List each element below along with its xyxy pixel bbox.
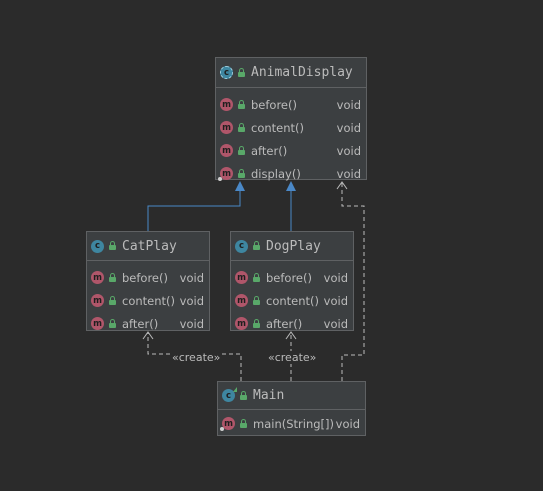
class-animaldisplay-methods: m before() void m content() void m after… — [216, 88, 366, 185]
method-icon: m — [235, 317, 248, 330]
class-icon: c — [91, 239, 104, 253]
inheritance-catplay-to-animaldisplay — [147, 190, 241, 231]
public-lock-icon — [109, 318, 116, 328]
method-icon: m — [220, 98, 233, 111]
method-return-type: void — [323, 316, 348, 331]
main-class-icon: c — [222, 387, 237, 402]
method-name: before() — [122, 270, 168, 285]
method-row[interactable]: m before() void — [231, 266, 353, 289]
method-icon: m — [220, 144, 233, 157]
class-dogplay[interactable]: c DogPlay m before() void m content() vo… — [230, 231, 354, 331]
method-row[interactable]: m before() void — [216, 93, 366, 116]
method-return-type: void — [336, 97, 361, 112]
method-name: after() — [122, 316, 159, 331]
method-row[interactable]: m content() void — [87, 289, 209, 312]
public-lock-icon — [109, 272, 116, 282]
class-main-methods: m main(String[]) void — [218, 410, 365, 435]
public-lock-icon — [253, 318, 260, 328]
class-dogplay-methods: m before() void m content() void m after… — [231, 261, 353, 335]
method-row[interactable]: m display() void — [216, 162, 366, 185]
class-catplay-header[interactable]: c CatPlay — [87, 232, 209, 261]
static-method-icon: m — [220, 417, 235, 431]
method-icon: m — [91, 317, 104, 330]
method-return-type: void — [323, 293, 348, 308]
method-row[interactable]: m after() void — [216, 139, 366, 162]
public-lock-icon — [253, 272, 260, 282]
method-return-type: void — [323, 270, 348, 285]
create-label-catplay: «create» — [171, 351, 222, 364]
method-name: after() — [251, 143, 288, 158]
method-icon: m — [91, 294, 104, 307]
method-icon: m — [235, 271, 248, 284]
method-name: display() — [251, 166, 301, 181]
class-name: AnimalDisplay — [251, 65, 353, 80]
class-main[interactable]: c Main m main(String[]) void — [217, 381, 366, 436]
method-icon: m — [220, 121, 233, 134]
public-lock-icon — [238, 122, 245, 132]
class-catplay[interactable]: c CatPlay m before() void m content() vo… — [86, 231, 210, 331]
create-label-dogplay: «create» — [267, 351, 318, 364]
method-name: before() — [266, 270, 312, 285]
dependency-main-to-animaldisplay — [341, 182, 365, 381]
public-lock-icon — [253, 295, 260, 305]
method-return-type: void — [336, 166, 361, 181]
method-name: content() — [122, 293, 176, 308]
class-dogplay-header[interactable]: c DogPlay — [231, 232, 353, 261]
class-animaldisplay[interactable]: c AnimalDisplay m before() void m conten… — [215, 57, 367, 181]
public-lock-icon — [238, 168, 245, 178]
public-lock-icon — [238, 67, 245, 77]
method-name: content() — [251, 120, 305, 135]
method-row[interactable]: m main(String[]) void — [218, 412, 365, 435]
dependency-arrowhead-animaldisplay — [336, 181, 348, 190]
method-return-type: void — [179, 316, 204, 331]
class-name: CatPlay — [122, 238, 177, 254]
class-main-header[interactable]: c Main — [218, 382, 365, 410]
class-name: Main — [253, 388, 285, 403]
method-return-type: void — [179, 270, 204, 285]
method-name: main(String[]) — [253, 416, 334, 431]
method-row[interactable]: m content() void — [216, 116, 366, 139]
inheritance-arrowhead-dogplay — [286, 181, 296, 191]
class-name: DogPlay — [266, 238, 321, 254]
method-row[interactable]: m after() void — [87, 312, 209, 335]
method-name: before() — [251, 97, 297, 112]
dependency-arrowhead-catplay — [142, 331, 154, 340]
method-name: after() — [266, 316, 303, 331]
public-lock-icon — [238, 145, 245, 155]
public-lock-icon — [238, 99, 245, 109]
inheritance-arrowhead-catplay — [235, 181, 245, 191]
method-icon: m — [91, 271, 104, 284]
method-return-type: void — [336, 120, 361, 135]
class-animaldisplay-header[interactable]: c AnimalDisplay — [216, 58, 366, 88]
class-icon: c — [235, 239, 248, 253]
dependency-arrowhead-dogplay — [285, 331, 297, 340]
method-name: content() — [266, 293, 320, 308]
public-lock-icon — [240, 418, 247, 428]
method-return-type: void — [336, 143, 361, 158]
public-lock-icon — [109, 241, 116, 250]
method-return-type: void — [335, 416, 360, 431]
method-row[interactable]: m content() void — [231, 289, 353, 312]
abstract-method-icon: m — [218, 167, 233, 181]
class-catplay-methods: m before() void m content() void m after… — [87, 261, 209, 335]
public-lock-icon — [240, 390, 247, 400]
method-return-type: void — [179, 293, 204, 308]
method-row[interactable]: m after() void — [231, 312, 353, 335]
abstract-class-icon: c — [220, 66, 233, 79]
method-icon: m — [235, 294, 248, 307]
public-lock-icon — [109, 295, 116, 305]
public-lock-icon — [253, 241, 260, 250]
method-row[interactable]: m before() void — [87, 266, 209, 289]
